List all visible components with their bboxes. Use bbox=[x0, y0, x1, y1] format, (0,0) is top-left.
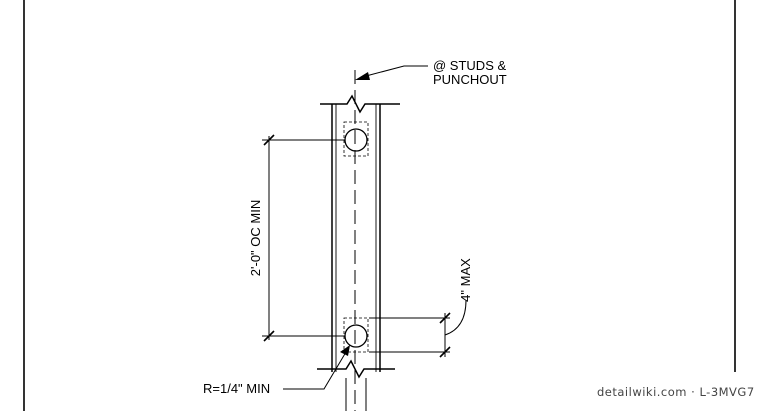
studs-note-line1: @ STUDS & bbox=[433, 58, 506, 73]
max-offset-label: 4" MAX bbox=[458, 258, 473, 302]
studs-note-line2: PUNCHOUT bbox=[433, 72, 507, 87]
max-offset-dimension bbox=[369, 299, 467, 358]
radius-leader bbox=[283, 345, 350, 390]
punchout-top bbox=[343, 121, 369, 157]
spacing-label: 2'-0" OC MIN bbox=[248, 200, 263, 276]
radius-note: R=1/4" MIN bbox=[203, 381, 270, 396]
watermark: detailwiki.com · L-3MVG7 bbox=[597, 385, 755, 399]
studs-leader bbox=[355, 65, 428, 80]
stud-body bbox=[331, 104, 381, 411]
spacing-dimension bbox=[262, 134, 345, 342]
sheet-border bbox=[23, 0, 736, 411]
break-line-bottom bbox=[317, 359, 395, 379]
break-line-top bbox=[320, 94, 400, 114]
